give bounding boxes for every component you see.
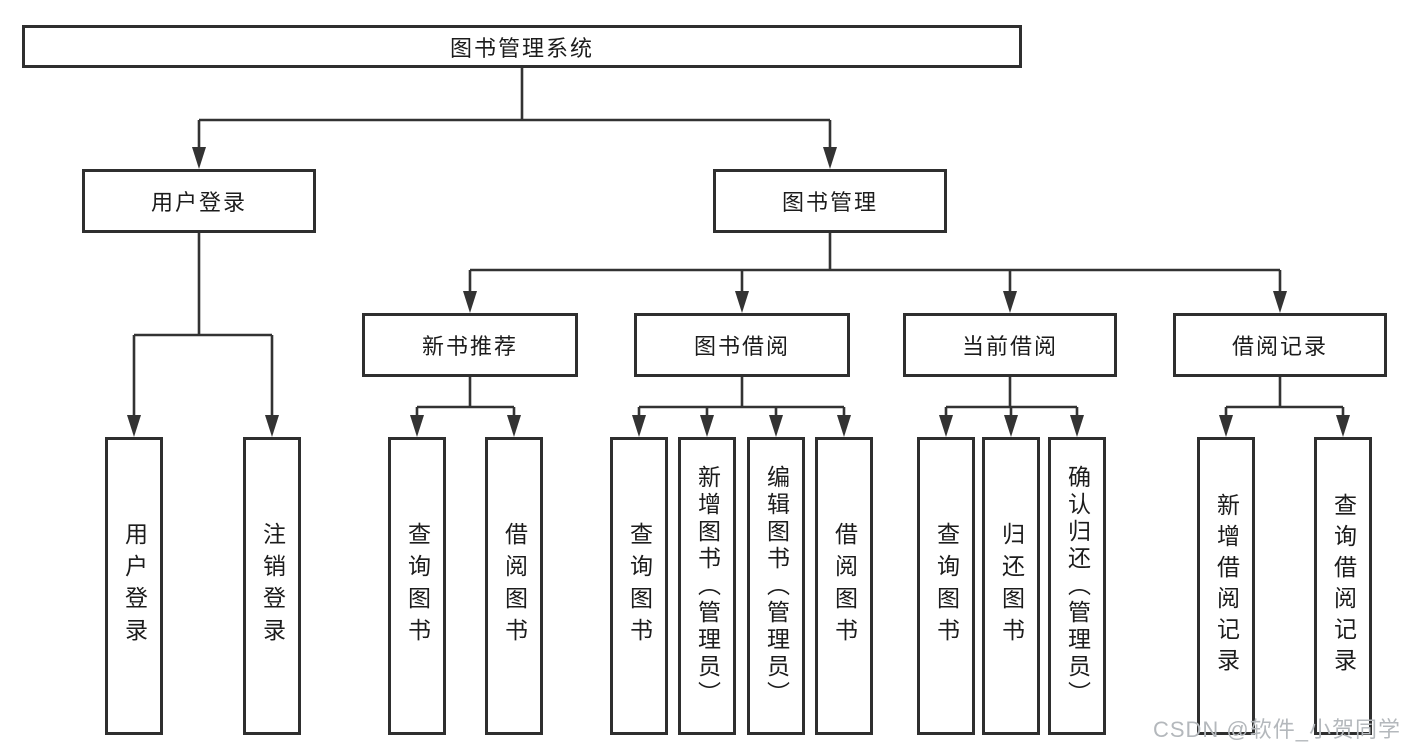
leaf-user-login: 用户登录	[105, 437, 163, 735]
csdn-watermark: CSDN @软件_小贺同学	[1152, 717, 1401, 742]
node-current-borrow: 当前借阅	[903, 313, 1117, 377]
leaf-cb-query-books-label: 查询图书	[933, 522, 960, 650]
leaf-nbr-borrow-books-label: 借阅图书	[501, 522, 528, 650]
leaf-br-query-record: 查询借阅记录	[1314, 437, 1372, 735]
node-new-book-rec-label: 新书推荐	[421, 334, 518, 359]
tree-edges	[132, 68, 1345, 416]
leaf-bb-add-books-label: 新增图书（管理员）	[694, 464, 721, 708]
node-root: 图书管理系统	[22, 25, 1022, 68]
leaf-cb-confirm-return: 确认归还（管理员）	[1048, 437, 1106, 735]
node-book-borrow: 图书借阅	[634, 313, 850, 377]
leaf-br-add-record-label: 新增借阅记录	[1213, 493, 1240, 679]
node-user-login: 用户登录	[82, 169, 316, 233]
leaf-cb-query-books: 查询图书	[917, 437, 975, 735]
node-book-borrow-label: 图书借阅	[693, 334, 790, 359]
leaf-cb-confirm-return-label: 确认归还（管理员）	[1064, 464, 1091, 708]
arrowheads	[127, 147, 1350, 437]
leaf-bb-edit-books: 编辑图书（管理员）	[747, 437, 805, 735]
leaf-br-add-record: 新增借阅记录	[1197, 437, 1255, 735]
leaf-nbr-query-books-label: 查询图书	[404, 522, 431, 650]
leaf-logout-label: 注销登录	[259, 522, 286, 650]
leaf-user-login-label: 用户登录	[121, 522, 148, 650]
node-current-borrow-label: 当前借阅	[961, 334, 1058, 359]
node-book-mgmt-label: 图书管理	[781, 190, 878, 215]
node-borrow-records: 借阅记录	[1173, 313, 1387, 377]
node-user-login-label: 用户登录	[150, 190, 247, 215]
leaf-bb-borrow-books: 借阅图书	[815, 437, 873, 735]
node-root-label: 图书管理系统	[449, 35, 594, 61]
leaf-nbr-query-books: 查询图书	[388, 437, 446, 735]
leaf-bb-borrow-books-label: 借阅图书	[831, 522, 858, 650]
leaf-bb-add-books: 新增图书（管理员）	[678, 437, 736, 735]
leaf-nbr-borrow-books: 借阅图书	[485, 437, 543, 735]
leaf-bb-query-books-label: 查询图书	[626, 522, 653, 650]
node-book-mgmt: 图书管理	[713, 169, 947, 233]
leaf-logout: 注销登录	[243, 437, 301, 735]
leaf-br-query-record-label: 查询借阅记录	[1330, 493, 1357, 679]
leaf-bb-edit-books-label: 编辑图书（管理员）	[763, 464, 790, 708]
leaf-cb-return-books-label: 归还图书	[998, 522, 1025, 650]
leaf-cb-return-books: 归还图书	[982, 437, 1040, 735]
node-new-book-rec: 新书推荐	[362, 313, 578, 377]
leaf-bb-query-books: 查询图书	[610, 437, 668, 735]
node-borrow-records-label: 借阅记录	[1231, 334, 1328, 359]
